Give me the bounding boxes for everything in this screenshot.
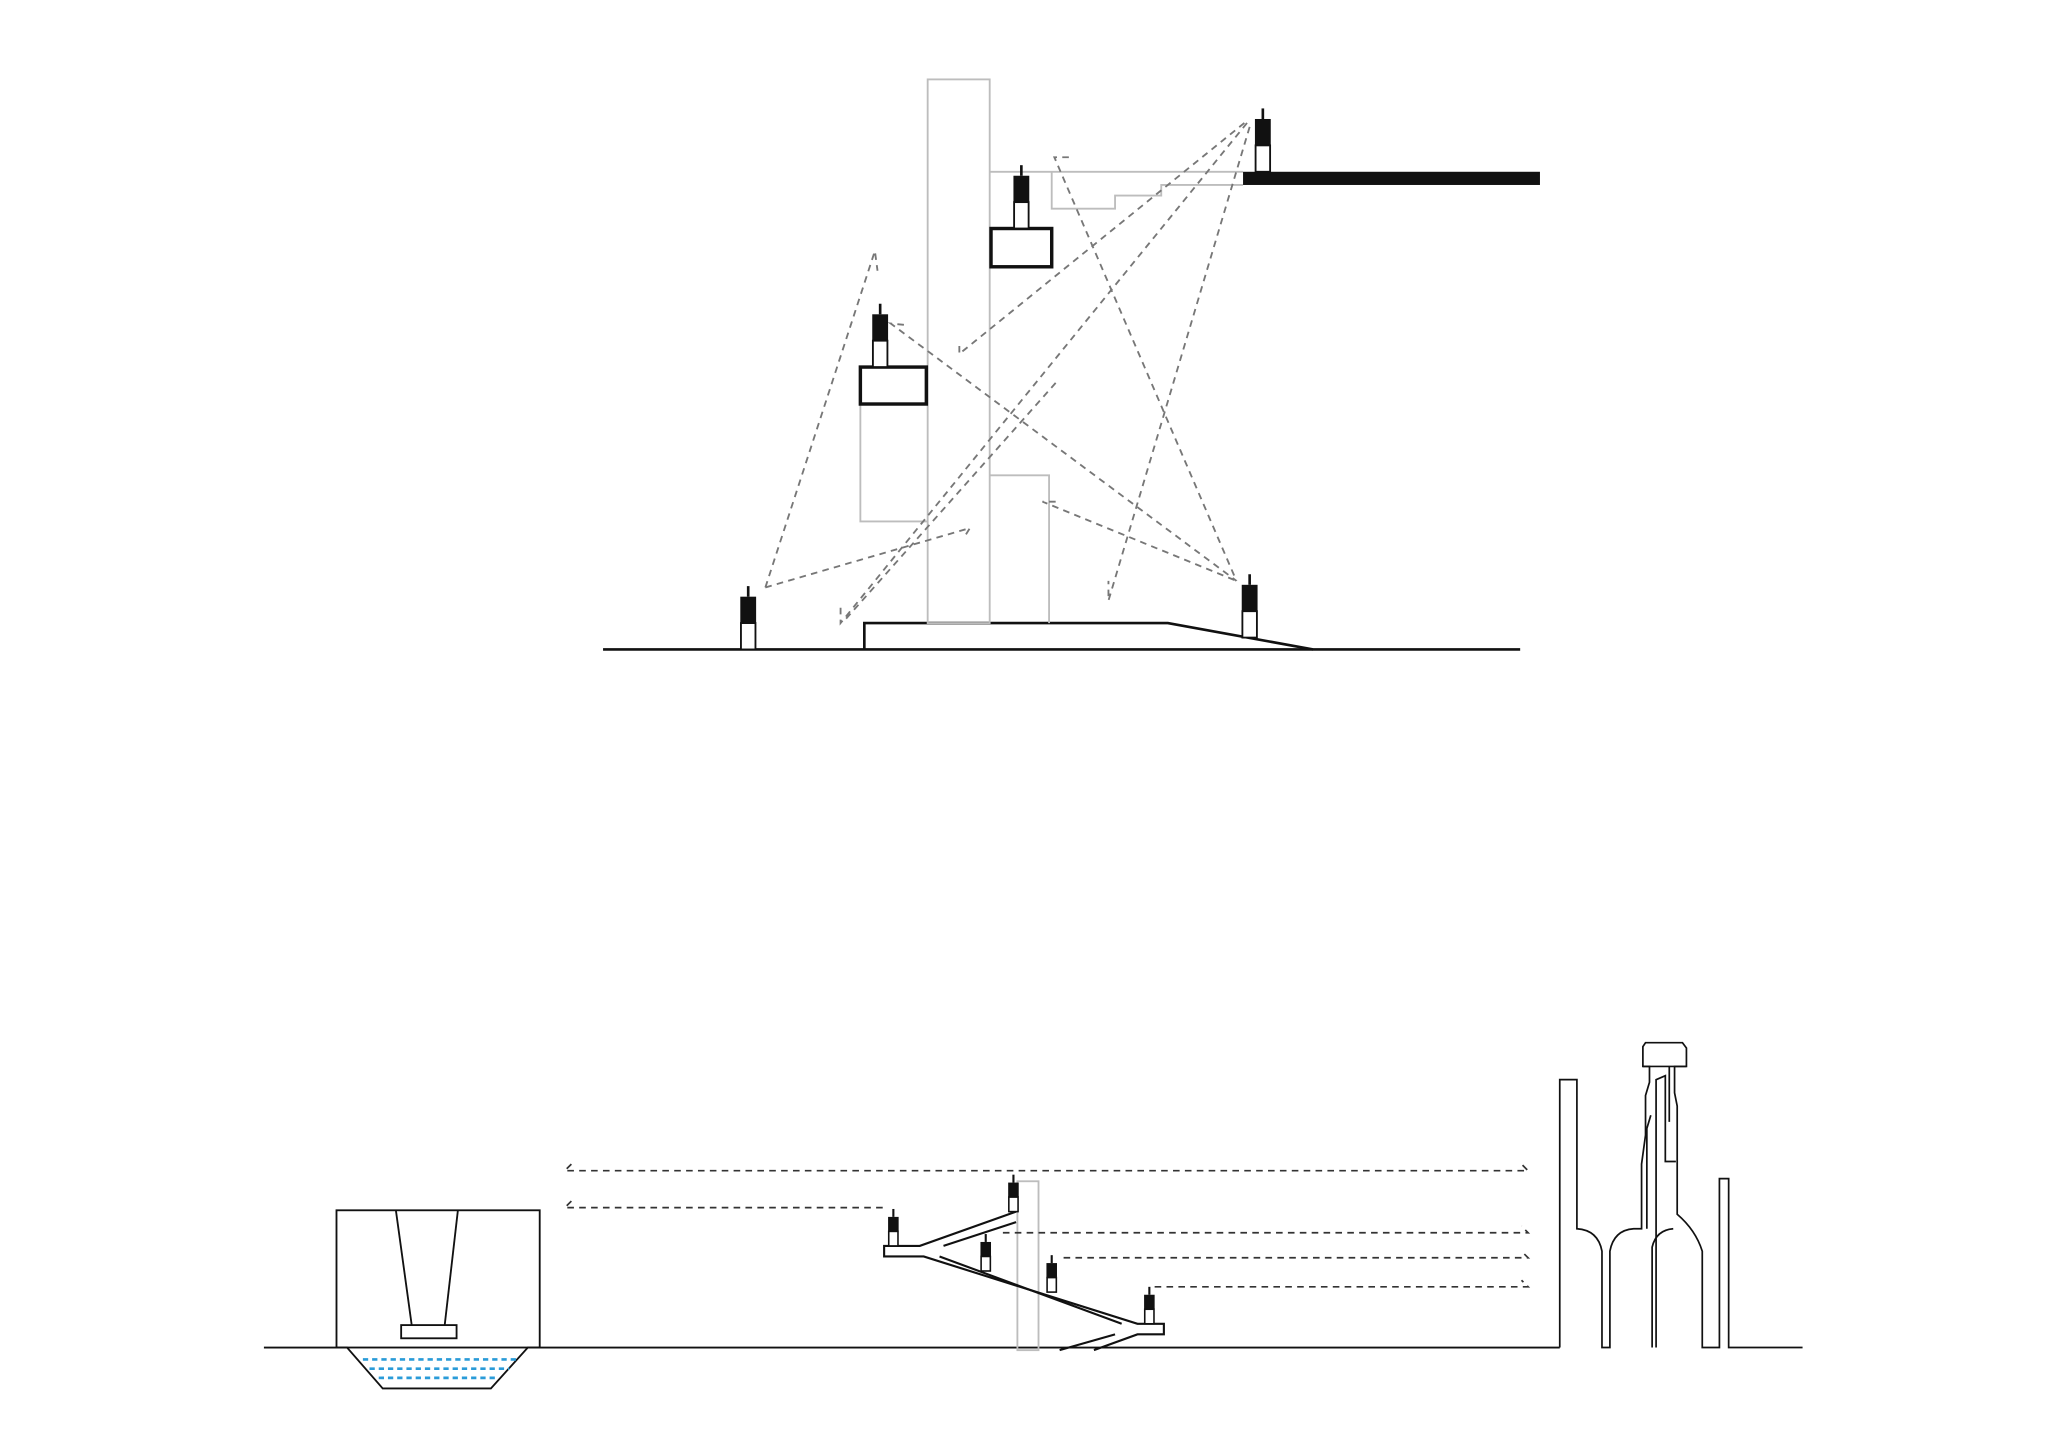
speaker-icon: [1007, 1173, 1020, 1213]
speaker-icon: [887, 1207, 900, 1247]
sound-paths: [764, 122, 1251, 626]
suspended-box-lower: [858, 365, 929, 406]
sound-paths-horizontal: [562, 1163, 1531, 1288]
water: [362, 1358, 518, 1380]
cantilever-slab: [1243, 171, 1540, 185]
left-gray-wall: [859, 404, 928, 523]
speaker-icon: [1012, 163, 1031, 230]
lower-gray-wall: [989, 474, 1050, 624]
speaker-icon: [979, 1232, 993, 1273]
speaker-icon: [1240, 572, 1259, 639]
speaker-icon: [870, 302, 890, 369]
suspended-box-upper: [989, 226, 1054, 269]
funnel-left: [394, 1210, 413, 1326]
speaker-icon: [1045, 1254, 1059, 1294]
lower-section: [263, 1041, 1803, 1390]
distant-buildings: [1558, 1041, 1803, 1349]
zigzag-stair: [883, 1210, 1165, 1352]
upper-section: [603, 78, 1540, 651]
ground-line: [263, 1346, 1560, 1390]
funnel-right: [443, 1210, 459, 1326]
stair-column: [1016, 1180, 1040, 1352]
well-plate: [400, 1324, 458, 1340]
ramp-platform: [863, 621, 1314, 651]
stepped-gray-line: [1050, 171, 1244, 210]
speaker-icon: [1253, 107, 1273, 174]
speaker-icon: [738, 584, 758, 651]
speaker-icon: [1143, 1285, 1156, 1325]
well-house: [335, 1209, 541, 1349]
